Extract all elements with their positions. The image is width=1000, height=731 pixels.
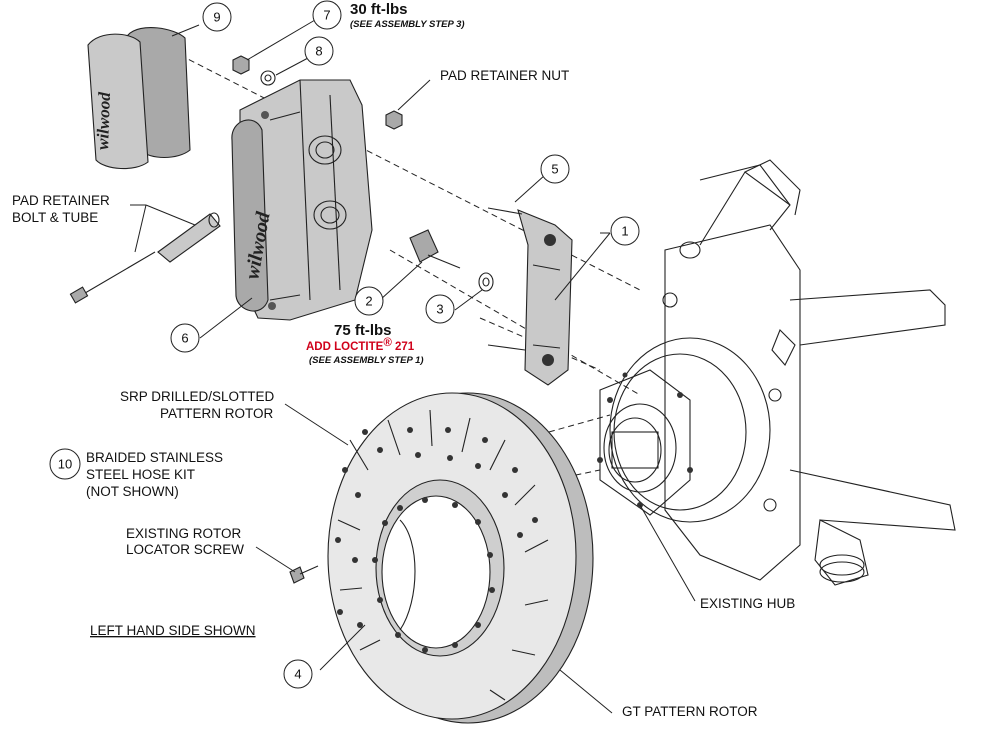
- pad-retainer-nut-hw: [385, 110, 403, 130]
- callout-8: 8: [304, 36, 334, 66]
- svg-text:6: 6: [181, 331, 188, 346]
- svg-text:2: 2: [365, 294, 372, 309]
- torque-30-label: 30 ft-lbs: [350, 1, 408, 18]
- callout-1: 1: [610, 216, 640, 246]
- svg-text:4: 4: [294, 667, 301, 682]
- gt-rotor-label: GT PATTERN ROTOR: [622, 704, 758, 719]
- svg-text:1: 1: [621, 224, 628, 239]
- callout-5: 5: [540, 154, 570, 184]
- leader-lines: [130, 19, 696, 714]
- callout-4: 4: [283, 659, 313, 689]
- hose-kit-label-line2: STEEL HOSE KIT: [86, 467, 195, 482]
- assembly-step-1-note: (SEE ASSEMBLY STEP 1): [309, 355, 424, 366]
- left-hand-side-note: LEFT HAND SIDE SHOWN: [90, 623, 256, 638]
- svg-text:8: 8: [315, 44, 322, 59]
- pad-retainer-bolt-and-tube: [69, 212, 221, 304]
- small-hardware: [232, 55, 403, 130]
- callout-2: 2: [354, 286, 384, 316]
- svg-text:5: 5: [551, 162, 558, 177]
- rotor-drill-holes: [335, 427, 538, 628]
- callout-3: 3: [425, 294, 455, 324]
- assembly-step-3-note: (SEE ASSEMBLY STEP 3): [350, 19, 465, 30]
- callouts: 9 7 8 5 1 2 3 6 10 4: [49, 0, 640, 689]
- labels: 30 ft-lbs (SEE ASSEMBLY STEP 3) PAD RETA…: [12, 1, 795, 719]
- pad-retainer-bolt-label-line2: BOLT & TUBE: [12, 210, 98, 225]
- drilled-slotted-rotor: [327, 392, 594, 724]
- rotor-locator-screw: [289, 565, 319, 584]
- callout-6: 6: [170, 323, 200, 353]
- brake-pads: wilwood: [87, 27, 191, 170]
- hose-kit-label-line3: (NOT SHOWN): [86, 484, 179, 499]
- stud-5-upper: [487, 207, 523, 215]
- existing-hub: [597, 337, 771, 523]
- rotor-hat-bolt-holes: [372, 497, 495, 653]
- pad-retainer-bolt-label-line1: PAD RETAINER: [12, 193, 110, 208]
- rotor-slots: [337, 409, 549, 701]
- pad-wilwood-logo: wilwood: [93, 91, 114, 150]
- callout-7: 7: [312, 0, 342, 30]
- locator-screw-label-line1: EXISTING ROTOR: [126, 526, 242, 541]
- washer-8: [260, 70, 276, 86]
- hose-kit-label-line1: BRAIDED STAINLESS: [86, 450, 223, 465]
- svg-text:10: 10: [58, 457, 72, 472]
- spindle-knuckle: [662, 159, 956, 586]
- svg-text:3: 3: [436, 302, 443, 317]
- bracket-washer-3: [478, 272, 494, 292]
- callout-9: 9: [202, 2, 232, 32]
- existing-hub-label: EXISTING HUB: [700, 596, 795, 611]
- torque-75-label: 75 ft-lbs: [334, 322, 392, 339]
- srp-rotor-label-line1: SRP DRILLED/SLOTTED: [120, 389, 275, 404]
- nut-7: [232, 55, 250, 75]
- loctite-label: ADD LOCTITE® 271: [306, 337, 415, 353]
- locator-screw-label-line2: LOCATOR SCREW: [126, 542, 244, 557]
- svg-text:9: 9: [213, 10, 220, 25]
- svg-text:7: 7: [323, 8, 330, 23]
- bracket-bolt-2: [409, 229, 461, 269]
- srp-rotor-label-line2: PATTERN ROTOR: [160, 406, 274, 421]
- mounting-bracket: [487, 207, 573, 386]
- callout-10: 10: [49, 448, 81, 480]
- pad-retainer-nut-label: PAD RETAINER NUT: [440, 68, 569, 83]
- caliper: wilwood: [231, 79, 373, 321]
- stud-5-lower: [487, 344, 526, 351]
